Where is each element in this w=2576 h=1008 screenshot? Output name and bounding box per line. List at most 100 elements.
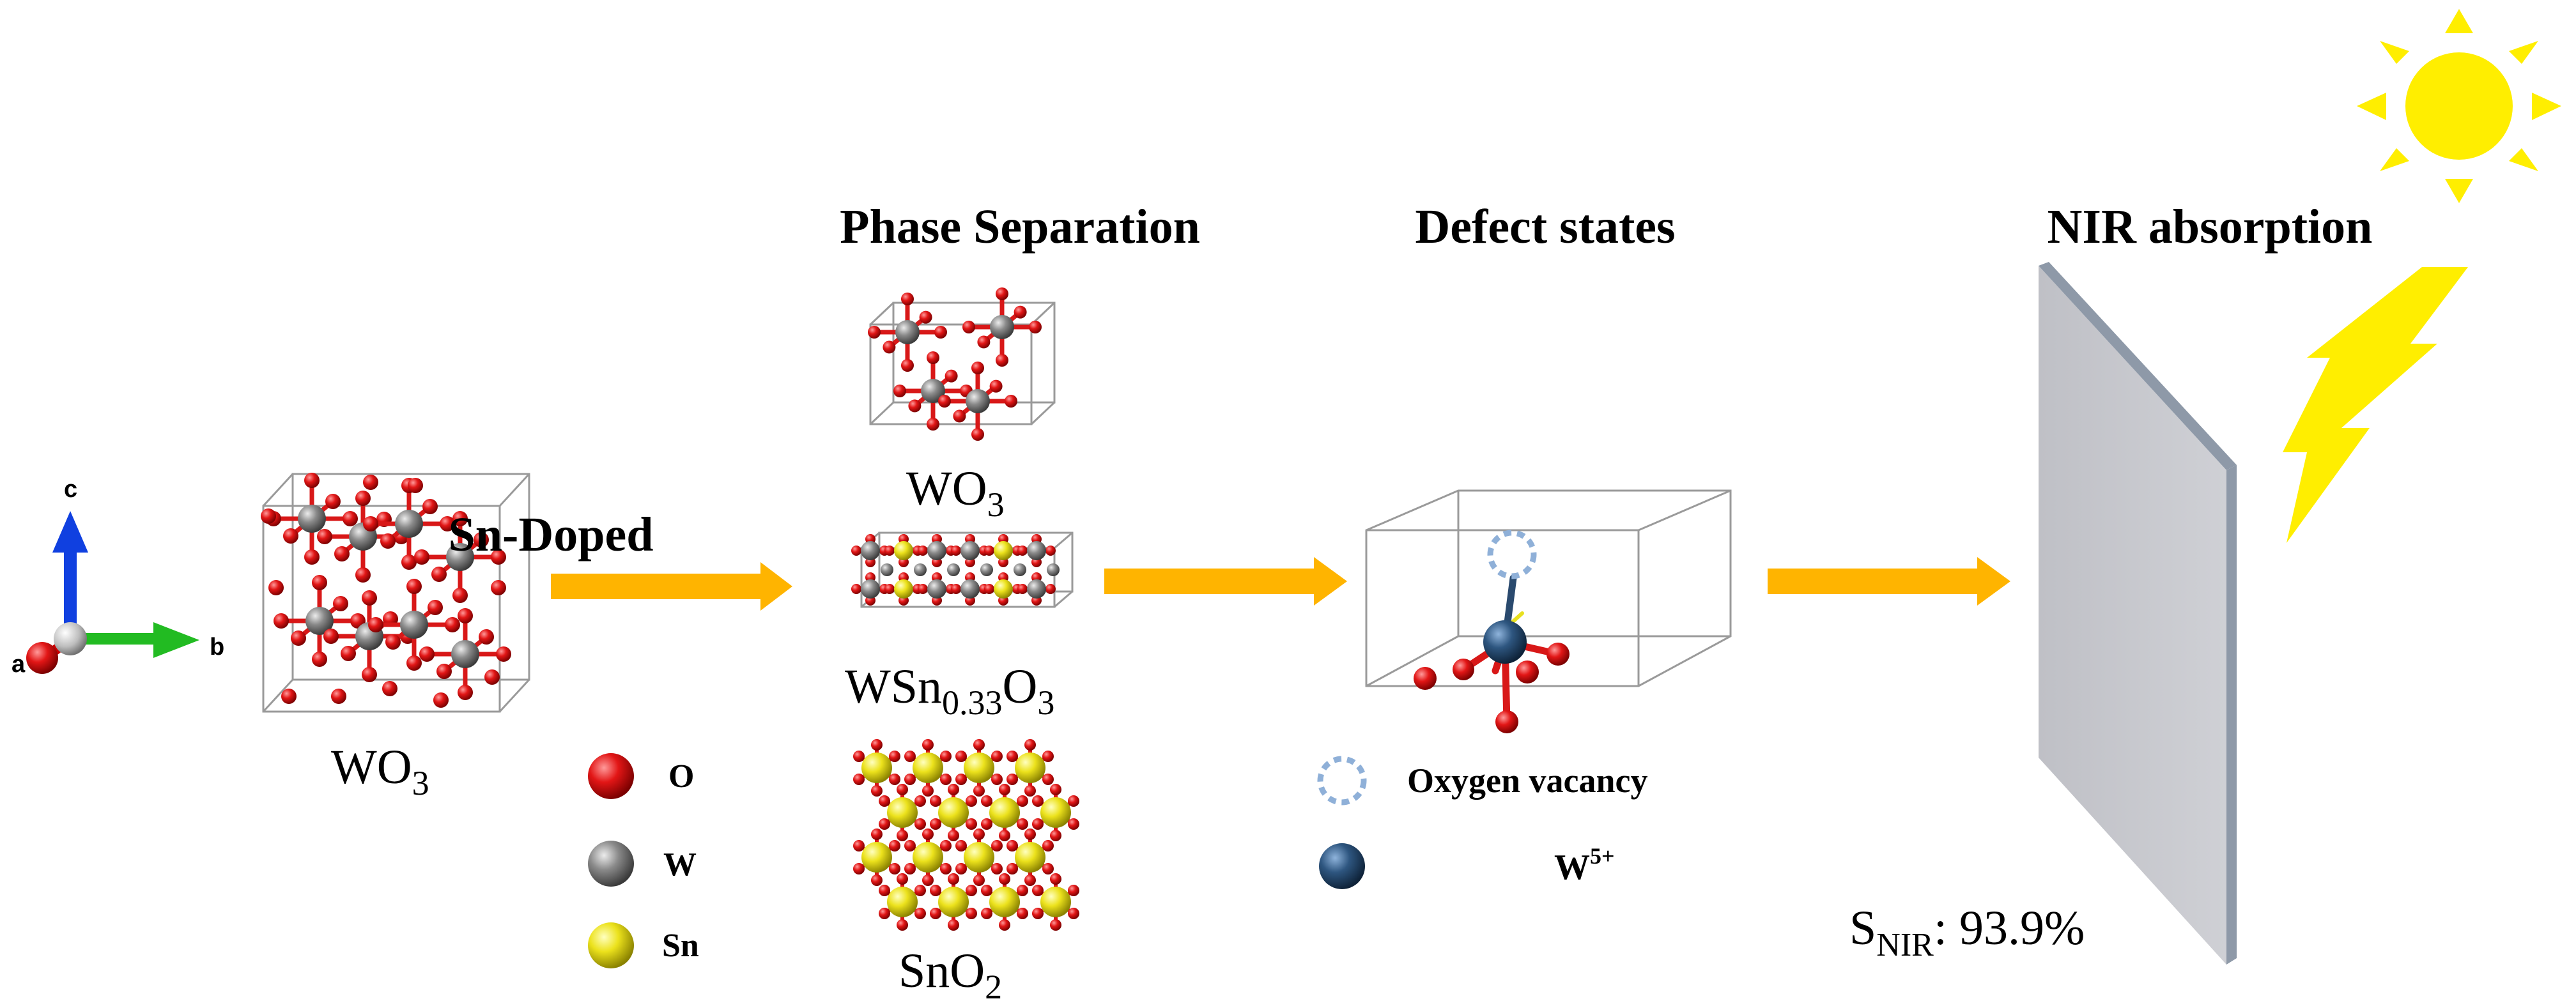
oxygen-atom: [406, 655, 422, 671]
sun-ray: [2532, 93, 2561, 120]
oxygen-atom: [479, 629, 494, 645]
oxygen-atom: [945, 369, 958, 383]
oxygen-atom: [918, 584, 928, 594]
oxygen-atom: [922, 874, 934, 886]
oxygen-atom: [904, 840, 916, 851]
oxygen-atom: [930, 908, 941, 919]
unit-cell-edge: [1030, 401, 1056, 425]
oxygen-atom: [930, 885, 941, 896]
unit-cell-edge: [892, 302, 1056, 404]
tin-atom: [994, 541, 1013, 560]
phase-wsn-structure: [851, 531, 1074, 608]
tungsten-atom: [914, 563, 927, 576]
oxygen-atom: [1042, 863, 1054, 874]
oxygen-atom: [261, 508, 276, 524]
oxygen-atom: [984, 546, 994, 556]
unit-cell-edge: [498, 473, 530, 507]
oxygen-atom: [274, 613, 289, 629]
tin-atom: [887, 887, 918, 917]
oxygen-atom: [440, 516, 455, 531]
tungsten-atom: [960, 579, 980, 599]
tin-atom: [938, 887, 969, 917]
oxygen-atom: [973, 829, 985, 840]
oxygen-atom: [996, 287, 1008, 300]
oxygen-atom: [889, 751, 900, 762]
oxygen-atom: [889, 863, 900, 874]
oxygen-atom: [973, 874, 985, 886]
oxygen-atom: [1024, 829, 1036, 840]
glass-panel-front: [2039, 266, 2226, 965]
oxygen-atom: [363, 475, 378, 490]
oxygen-atom: [897, 830, 908, 841]
tin-atom: [964, 752, 994, 783]
tungsten-atom: [1014, 563, 1026, 576]
oxygen-atom: [999, 873, 1010, 885]
oxygen-atom: [458, 608, 473, 623]
oxygen-atom: [996, 354, 1008, 367]
sun-icon: [2357, 9, 2561, 203]
oxygen-atom: [879, 908, 890, 919]
oxygen-atom: [973, 785, 985, 797]
oxygen-atom: [1017, 908, 1028, 919]
oxygen-atom: [1050, 784, 1061, 795]
oxygen-atom: [908, 399, 922, 413]
oxygen-atom: [879, 795, 890, 807]
oxygen-atom: [1017, 584, 1028, 594]
oxygen-atom: [323, 629, 339, 644]
oxygen-atom: [981, 795, 992, 807]
oxygen-atom: [408, 478, 423, 493]
oxygen-atom: [914, 908, 926, 919]
nir-absorption-heading: NIR absorption: [2048, 200, 2373, 254]
tungsten-atom: [298, 505, 326, 533]
oxygen-atom: [889, 774, 900, 785]
oxygen-atom: [901, 293, 914, 305]
tungsten-atom: [947, 563, 960, 576]
tungsten-atom: [966, 389, 990, 413]
oxygen-atom: [1032, 908, 1044, 919]
unit-cell-edge: [869, 401, 895, 425]
oxygen-vacancy-legend-icon: [1317, 756, 1367, 806]
tungsten-atom: [861, 579, 880, 599]
sun-ray: [2509, 148, 2538, 171]
oxygen-atom: [1017, 885, 1028, 896]
oxygen-atom: [948, 830, 959, 841]
tungsten-atom: [451, 640, 479, 668]
oxygen-atom: [1006, 774, 1018, 785]
tin-atom: [1015, 752, 1045, 783]
legend-label-tungsten: W: [663, 846, 697, 883]
oxygen-atom: [1068, 818, 1079, 830]
oxygen-atom: [491, 549, 506, 565]
oxygen-atom: [1032, 795, 1044, 807]
oxygen-atom: [380, 533, 396, 549]
oxygen-atom: [955, 863, 967, 874]
sun-ray: [2380, 148, 2409, 171]
oxygen-atom: [853, 840, 865, 851]
tungsten-atom-icon: [588, 841, 634, 887]
oxygen-atom: [436, 664, 452, 679]
oxygen-atom: [973, 739, 985, 751]
tungsten-atom: [1027, 579, 1046, 599]
oxygen-atom: [484, 669, 500, 685]
oxygen-atom: [474, 532, 489, 547]
tungsten-atom: [881, 563, 893, 576]
oxygen-atom: [927, 418, 939, 431]
oxygen-atom: [1017, 818, 1028, 830]
phase-sno2-structure: [853, 739, 1079, 931]
oxygen-atom: [428, 600, 443, 615]
oxygen-atom: [879, 818, 890, 830]
atom-legend: O W Sn: [588, 753, 699, 968]
tungsten-atom: [921, 379, 945, 403]
oxygen-atom: [433, 692, 449, 708]
oxygen-atom: [1068, 885, 1079, 896]
defect-oxygen-atom: [1546, 643, 1570, 666]
tungsten-atom: [395, 510, 423, 538]
legend-label-oxygen: O: [668, 758, 694, 795]
sun-ray: [2445, 179, 2473, 203]
oxygen-atom: [1045, 546, 1056, 556]
phase-to-defect-arrow: [1104, 557, 1347, 606]
oxygen-atom: [930, 795, 941, 807]
legend-item-tin: Sn: [588, 922, 699, 968]
oxygen-atom: [955, 840, 967, 851]
legend-item-tungsten: W: [588, 841, 697, 887]
